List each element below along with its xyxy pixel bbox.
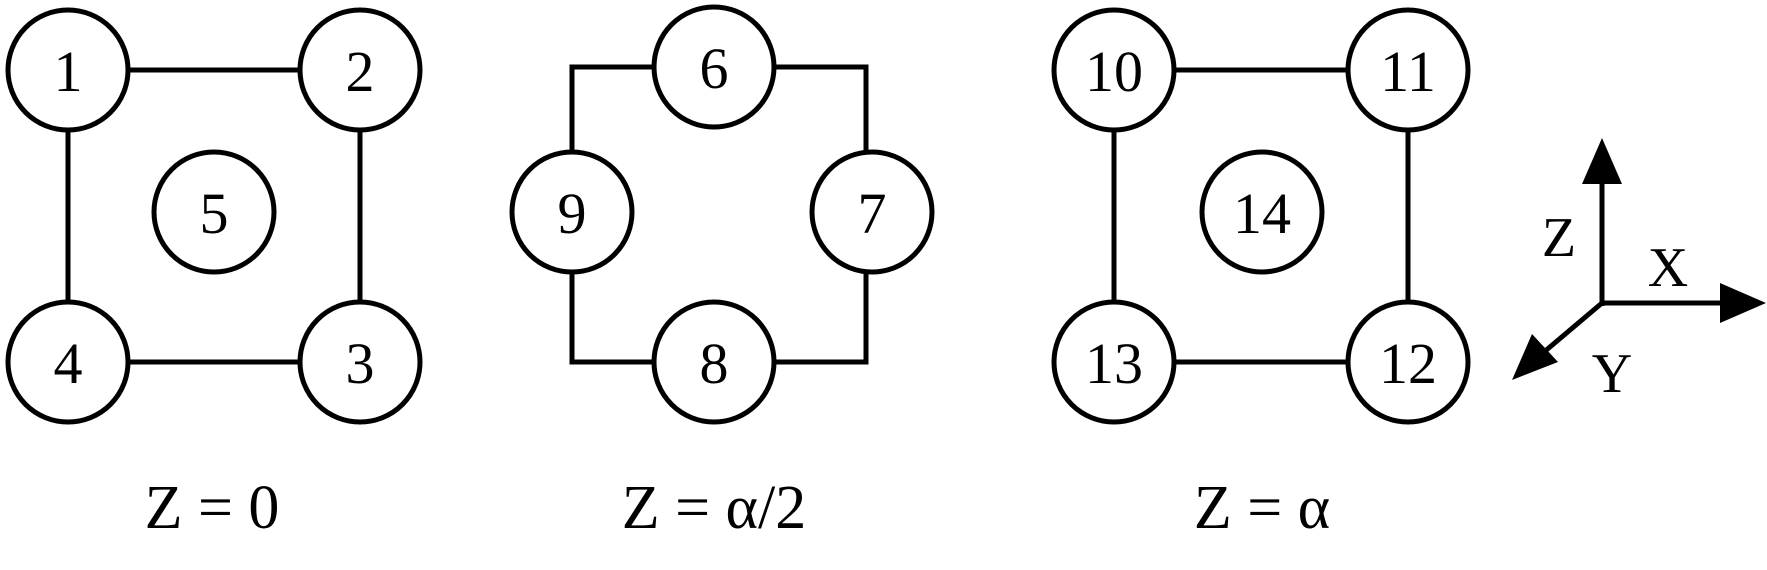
y-axis-arrowhead <box>1512 334 1558 380</box>
y-axis-label: Y <box>1592 343 1632 405</box>
node-label: 6 <box>700 36 729 101</box>
node-label: 11 <box>1380 39 1436 104</box>
panel-z-half: 6 7 8 9 Z = α/2 <box>509 4 935 542</box>
node-label: 3 <box>346 331 375 396</box>
node-2: 2 <box>297 7 423 133</box>
node-7: 7 <box>809 149 935 275</box>
y-axis-line <box>1542 301 1604 354</box>
node-label: 5 <box>200 181 229 246</box>
node-13: 13 <box>1051 299 1177 425</box>
node-1: 1 <box>5 7 131 133</box>
z-axis-arrowhead <box>1582 138 1622 184</box>
node-label: 8 <box>700 331 729 396</box>
node-11: 11 <box>1345 7 1471 133</box>
coordinate-axes: Z X Y <box>1512 138 1766 405</box>
node-5: 5 <box>151 149 277 275</box>
z-axis-label: Z <box>1542 207 1576 269</box>
node-3: 3 <box>297 299 423 425</box>
x-axis-arrowhead <box>1720 283 1766 323</box>
node-label: 14 <box>1233 181 1291 246</box>
node-label: 10 <box>1085 39 1143 104</box>
node-6: 6 <box>651 4 777 130</box>
panel-z0: 1 2 3 4 5 Z = 0 <box>5 7 423 542</box>
node-label: 9 <box>558 181 587 246</box>
node-10: 10 <box>1051 7 1177 133</box>
panel-caption: Z = α/2 <box>622 474 807 542</box>
node-label: 12 <box>1379 331 1437 396</box>
node-label: 1 <box>54 39 83 104</box>
node-label: 2 <box>346 39 375 104</box>
node-14: 14 <box>1199 149 1325 275</box>
node-8: 8 <box>651 299 777 425</box>
node-12: 12 <box>1345 299 1471 425</box>
node-label: 13 <box>1085 331 1143 396</box>
panel-caption: Z = α <box>1194 474 1330 542</box>
node-4: 4 <box>5 299 131 425</box>
panel-z-alpha: 10 11 12 13 14 Z = α <box>1051 7 1471 542</box>
node-label: 4 <box>54 331 83 396</box>
node-9: 9 <box>509 149 635 275</box>
panel-caption: Z = 0 <box>145 474 280 542</box>
node-label: 7 <box>858 181 887 246</box>
x-axis-label: X <box>1648 237 1688 299</box>
